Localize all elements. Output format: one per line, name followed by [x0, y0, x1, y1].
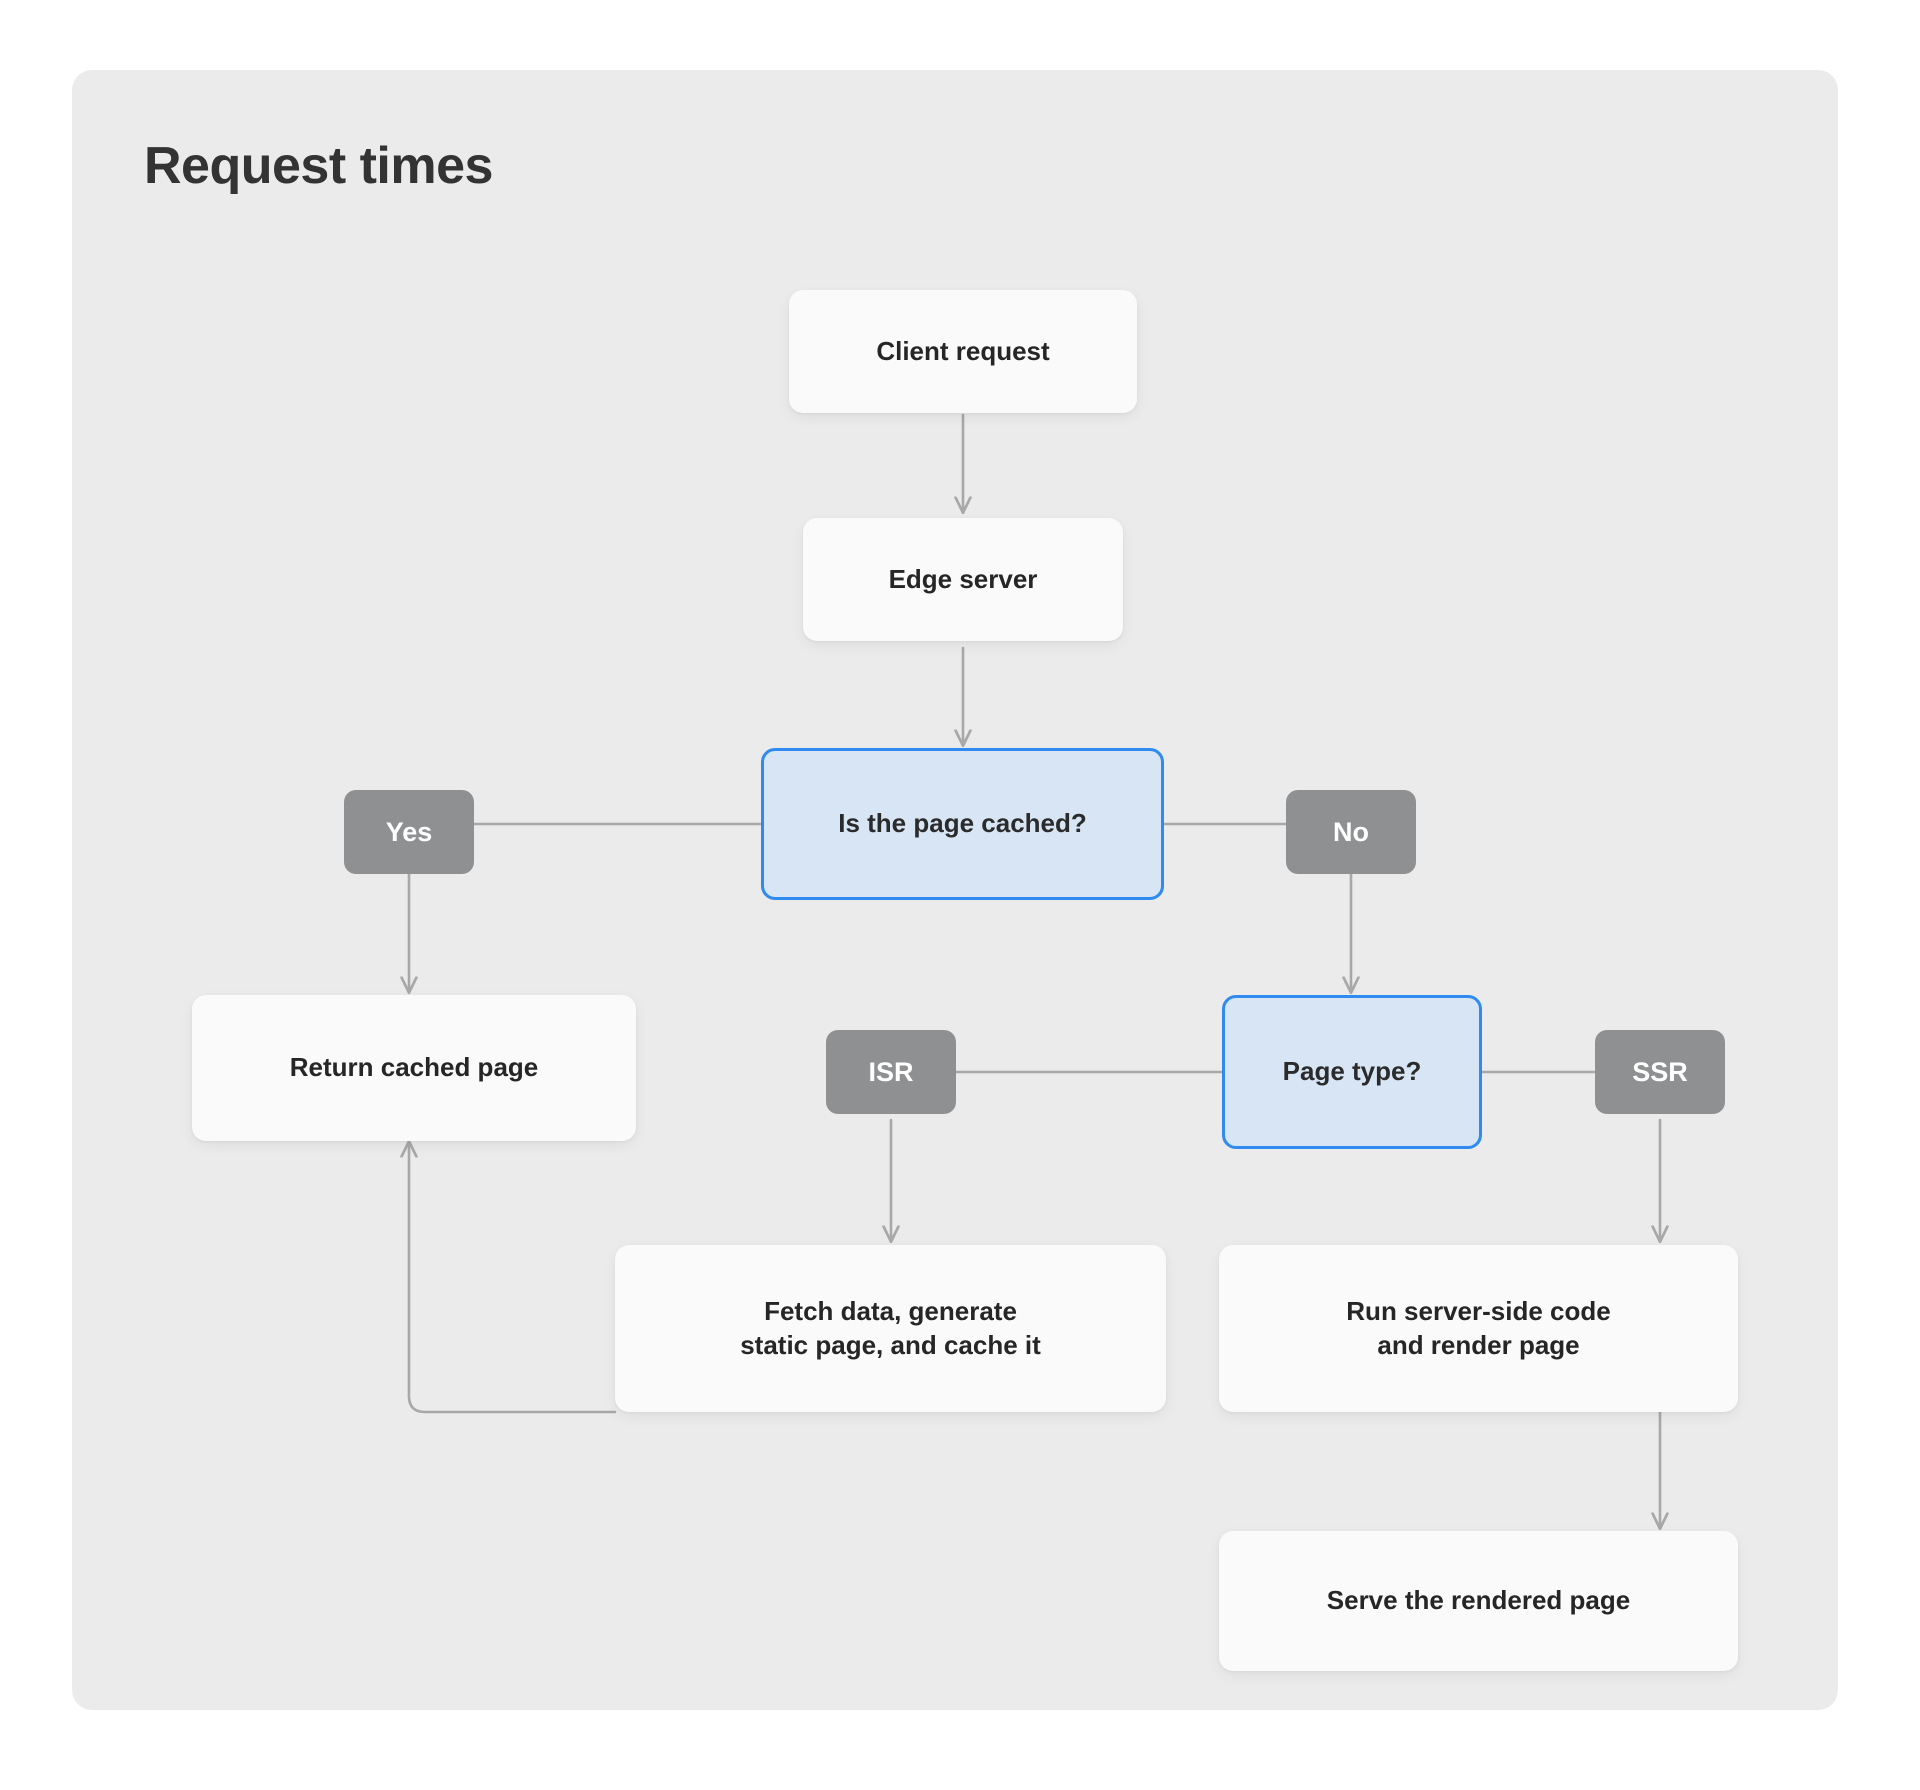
- node-page-type-label: Page type?: [1282, 1056, 1422, 1087]
- node-client-request[interactable]: Client request: [789, 290, 1137, 413]
- node-edge-server[interactable]: Edge server: [803, 518, 1123, 641]
- node-run-server-side-code-line-2: and render page: [1377, 1329, 1580, 1360]
- node-serve-rendered-page-label: Serve the rendered page: [1326, 1585, 1631, 1616]
- page-title: Request times: [144, 137, 493, 195]
- node-fetch-generate-cache-line-2: static page, and cache it: [740, 1329, 1041, 1360]
- edge-label-ssr[interactable]: SSR: [1595, 1030, 1725, 1114]
- node-run-server-side-code[interactable]: Run server-side code and render page: [1219, 1245, 1738, 1412]
- node-page-type[interactable]: Page type?: [1222, 995, 1482, 1149]
- edge-label-isr[interactable]: ISR: [826, 1030, 956, 1114]
- edge-label-isr-text: ISR: [868, 1056, 914, 1087]
- node-fetch-generate-cache[interactable]: Fetch data, generate static page, and ca…: [615, 1245, 1166, 1412]
- node-client-request-label: Client request: [876, 335, 1050, 366]
- edge-label-no-text: No: [1333, 816, 1369, 847]
- node-fetch-generate-cache-label: Fetch data, generate static page, and ca…: [740, 1295, 1041, 1362]
- node-return-cached-page-label: Return cached page: [289, 1052, 539, 1083]
- node-return-cached-page[interactable]: Return cached page: [192, 995, 636, 1141]
- edge-label-ssr-text: SSR: [1632, 1056, 1688, 1087]
- edge-label-yes[interactable]: Yes: [344, 790, 474, 874]
- node-edge-server-label: Edge server: [888, 563, 1038, 594]
- node-is-page-cached-label: Is the page cached?: [838, 808, 1087, 839]
- node-fetch-generate-cache-line-1: Fetch data, generate: [764, 1296, 1017, 1327]
- edge-label-yes-text: Yes: [385, 816, 433, 847]
- node-is-page-cached[interactable]: Is the page cached?: [761, 748, 1164, 900]
- node-run-server-side-code-label: Run server-side code and render page: [1346, 1295, 1610, 1362]
- node-run-server-side-code-line-1: Run server-side code: [1346, 1296, 1611, 1327]
- edge-label-no[interactable]: No: [1286, 790, 1416, 874]
- node-serve-rendered-page[interactable]: Serve the rendered page: [1219, 1531, 1738, 1671]
